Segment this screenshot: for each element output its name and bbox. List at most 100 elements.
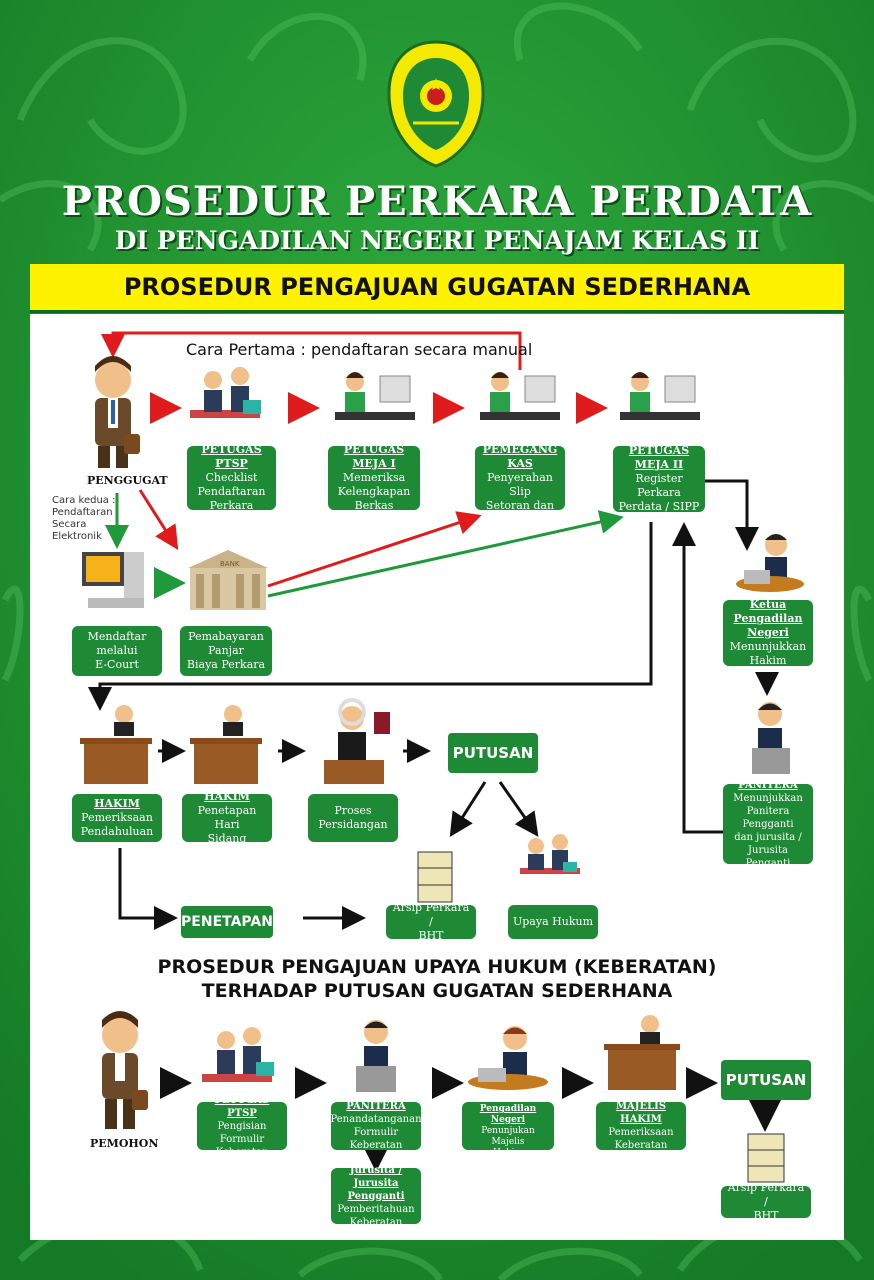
arsip-box: Arsip Perkara / BHT bbox=[386, 901, 476, 942]
pemohon-label: PEMOHON bbox=[90, 1137, 159, 1150]
filing-cabinet-icon bbox=[417, 851, 453, 903]
upaya-line: Upaya Hukum bbox=[513, 915, 593, 928]
hakim1-box: HAKIM Pemeriksaan Pendahuluan bbox=[72, 794, 162, 842]
majelis-box: MAJELIS HAKIM Pemeriksaan Keberatan bbox=[596, 1101, 686, 1151]
meja1-line: Kelengkapan bbox=[337, 485, 411, 498]
hakim2-line: Penetapan Hari bbox=[197, 804, 257, 831]
ketua-line: Menunjukkan bbox=[729, 640, 807, 653]
jurusita-head: Jurusita / bbox=[349, 1164, 403, 1176]
kasir-computer-icon bbox=[480, 372, 560, 420]
proses-box: Proses Persidangan bbox=[308, 794, 398, 842]
ketua2-head: Ketua Pengadilan bbox=[479, 1093, 537, 1114]
majelis-head: MAJELIS HAKIM bbox=[615, 1101, 667, 1125]
panitera-line: dan jurusita / bbox=[734, 831, 802, 843]
ecourt-box: Mendaftar melalui E-Court bbox=[72, 626, 162, 676]
jurusita-line: Pemberitahuan bbox=[337, 1203, 415, 1215]
ecourt-line: melalui bbox=[96, 644, 138, 657]
ketua2-laptop-icon bbox=[468, 1026, 548, 1090]
cara-kedua-label: Cara kedua : Pendaftaran Secara Elektron… bbox=[52, 495, 115, 543]
hakim1-line: Pendahuluan bbox=[80, 825, 154, 838]
meja1-line: Berkas bbox=[354, 499, 394, 512]
section2-title-line2: TERHADAP PUTUSAN GUGATAN SEDERHANA bbox=[201, 980, 673, 1002]
panjar-box: Pemabayaran Panjar Biaya Perkara bbox=[180, 626, 272, 676]
meja1-head: PETUGAS MEJA I bbox=[343, 443, 405, 470]
meja2-head: PETUGAS MEJA II bbox=[628, 444, 690, 471]
section2-title-line1: PROSEDUR PENGAJUAN UPAYA HUKUM (KEBERATA… bbox=[157, 956, 717, 978]
ptsp-line: Checklist bbox=[205, 471, 258, 484]
putusan-box: PUTUSAN bbox=[448, 733, 538, 773]
manual-route-label: Cara Pertama : pendaftaran secara manual bbox=[186, 340, 533, 359]
judge-podium-icon bbox=[324, 698, 390, 784]
ketua-head2: Negeri bbox=[747, 626, 789, 639]
main-title: PROSEDUR PERKARA PERDATA bbox=[61, 178, 813, 225]
panitera2-box: PANITERA Penandatanganan Formulir Kebera… bbox=[330, 1101, 422, 1151]
ketua2-box: Ketua Pengadilan Negeri Penunjukan Majel… bbox=[462, 1093, 554, 1158]
panitera-line: Jurusita Penganti bbox=[745, 844, 791, 869]
bank-building-icon: BANK bbox=[188, 550, 268, 610]
hakim1-head: HAKIM bbox=[94, 797, 140, 810]
cara-kedua-line: Cara kedua : bbox=[52, 495, 116, 506]
arsip2-line: BHT bbox=[753, 1209, 779, 1222]
panjar-line: Biaya Perkara bbox=[186, 658, 266, 671]
ecourt-line: E-Court bbox=[95, 658, 139, 671]
ecourt-computer-icon bbox=[82, 552, 144, 608]
meja1-computer-icon bbox=[335, 372, 415, 420]
cara-kedua-line: Elektronik bbox=[52, 531, 102, 542]
ketua2-line: Penunjukan Majelis bbox=[481, 1126, 535, 1147]
arsip2-box: Arsip Perkara / BHT bbox=[721, 1181, 811, 1222]
ptsp-line: Pendaftaran bbox=[197, 485, 266, 498]
kasir-head2: PEMEGANG KAS bbox=[482, 443, 558, 470]
penggugat-person-icon bbox=[95, 356, 140, 468]
proses-line: Proses bbox=[334, 804, 372, 817]
court-logo bbox=[387, 40, 485, 168]
hakim2-box: HAKIM Penetapan Hari Sidang bbox=[182, 790, 272, 845]
hakim1-line: Pemeriksaan bbox=[81, 811, 153, 824]
jurusita-box: Jurusita / Jurusita Pengganti Pemberitah… bbox=[331, 1165, 421, 1228]
ptsp2-line: Pengisian Formulir bbox=[217, 1120, 267, 1145]
cara-kedua-line: Secara bbox=[52, 519, 87, 530]
hakim1-bench-icon bbox=[80, 705, 152, 784]
meja2-box: PETUGAS MEJA II Register Perkara Perdata… bbox=[613, 444, 705, 513]
meja1-box: PETUGAS MEJA I Memeriksa Kelengkapan Ber… bbox=[328, 443, 420, 512]
arsip-line: BHT bbox=[418, 929, 444, 942]
panitera2-computer-icon bbox=[356, 1020, 396, 1092]
hakim2-line: Sidang bbox=[207, 832, 247, 845]
panitera-computer-icon bbox=[752, 702, 790, 774]
ptsp-box: PETUGAS PTSP Checklist Pendaftaran Perka… bbox=[187, 443, 276, 512]
svg-text:BANK: BANK bbox=[220, 560, 240, 568]
ptsp2-line: Keberatan bbox=[215, 1146, 269, 1158]
kasir-line: Penyerahan Slip bbox=[487, 471, 553, 498]
majelis-line: Keberatan bbox=[614, 1140, 668, 1151]
penggugat-label: PENGGUGAT bbox=[87, 474, 168, 487]
majelis-bench-icon bbox=[604, 1015, 680, 1090]
panitera2-line: Penandatanganan bbox=[330, 1114, 422, 1125]
panjar-line: Pemabayaran bbox=[188, 630, 264, 643]
ketua2-head2: Negeri bbox=[490, 1115, 526, 1125]
meja2-line: Perdata / SIPP bbox=[618, 500, 700, 513]
panitera-head: PANITERA bbox=[738, 779, 798, 791]
filing-cabinet-2-icon bbox=[747, 1133, 785, 1183]
meja2-computer-icon bbox=[620, 372, 700, 420]
ptsp2-desk-icon bbox=[202, 1027, 274, 1082]
penetapan-box: PENETAPAN bbox=[181, 906, 273, 938]
hakim2-head: HAKIM bbox=[204, 790, 250, 803]
arsip2-line: Arsip Perkara / bbox=[727, 1181, 805, 1208]
jurusita-line: Keberatan bbox=[349, 1216, 403, 1228]
panitera-box: PANITERA Menunjukkan Panitera Pengganti … bbox=[723, 780, 813, 869]
panitera-line: Panitera Pengganti bbox=[742, 805, 794, 830]
ptsp2-box: PETUGAS PTSP Pengisian Formulir Keberata… bbox=[197, 1095, 287, 1158]
panitera-line: Menunjukkan bbox=[733, 792, 803, 804]
meja2-line: Register Perkara bbox=[635, 472, 683, 499]
upaya-meeting-icon bbox=[520, 834, 580, 874]
ketua-box: Ketua Pengadilan Negeri Menunjukkan Haki… bbox=[723, 598, 813, 667]
panitera2-line: Formulir Keberatan bbox=[349, 1127, 403, 1151]
ptsp-line: Perkara bbox=[209, 499, 254, 512]
main-subtitle: DI PENGADILAN NEGERI PENAJAM KELAS II bbox=[114, 226, 760, 255]
ptsp-head: PETUGAS PTSP bbox=[201, 443, 262, 470]
ketua2-line: Hakim bbox=[492, 1148, 524, 1158]
jurusita-head2: Jurusita Pengganti bbox=[347, 1177, 405, 1202]
proses-line: Persidangan bbox=[318, 818, 388, 831]
ketua-laptop-icon bbox=[736, 534, 804, 592]
